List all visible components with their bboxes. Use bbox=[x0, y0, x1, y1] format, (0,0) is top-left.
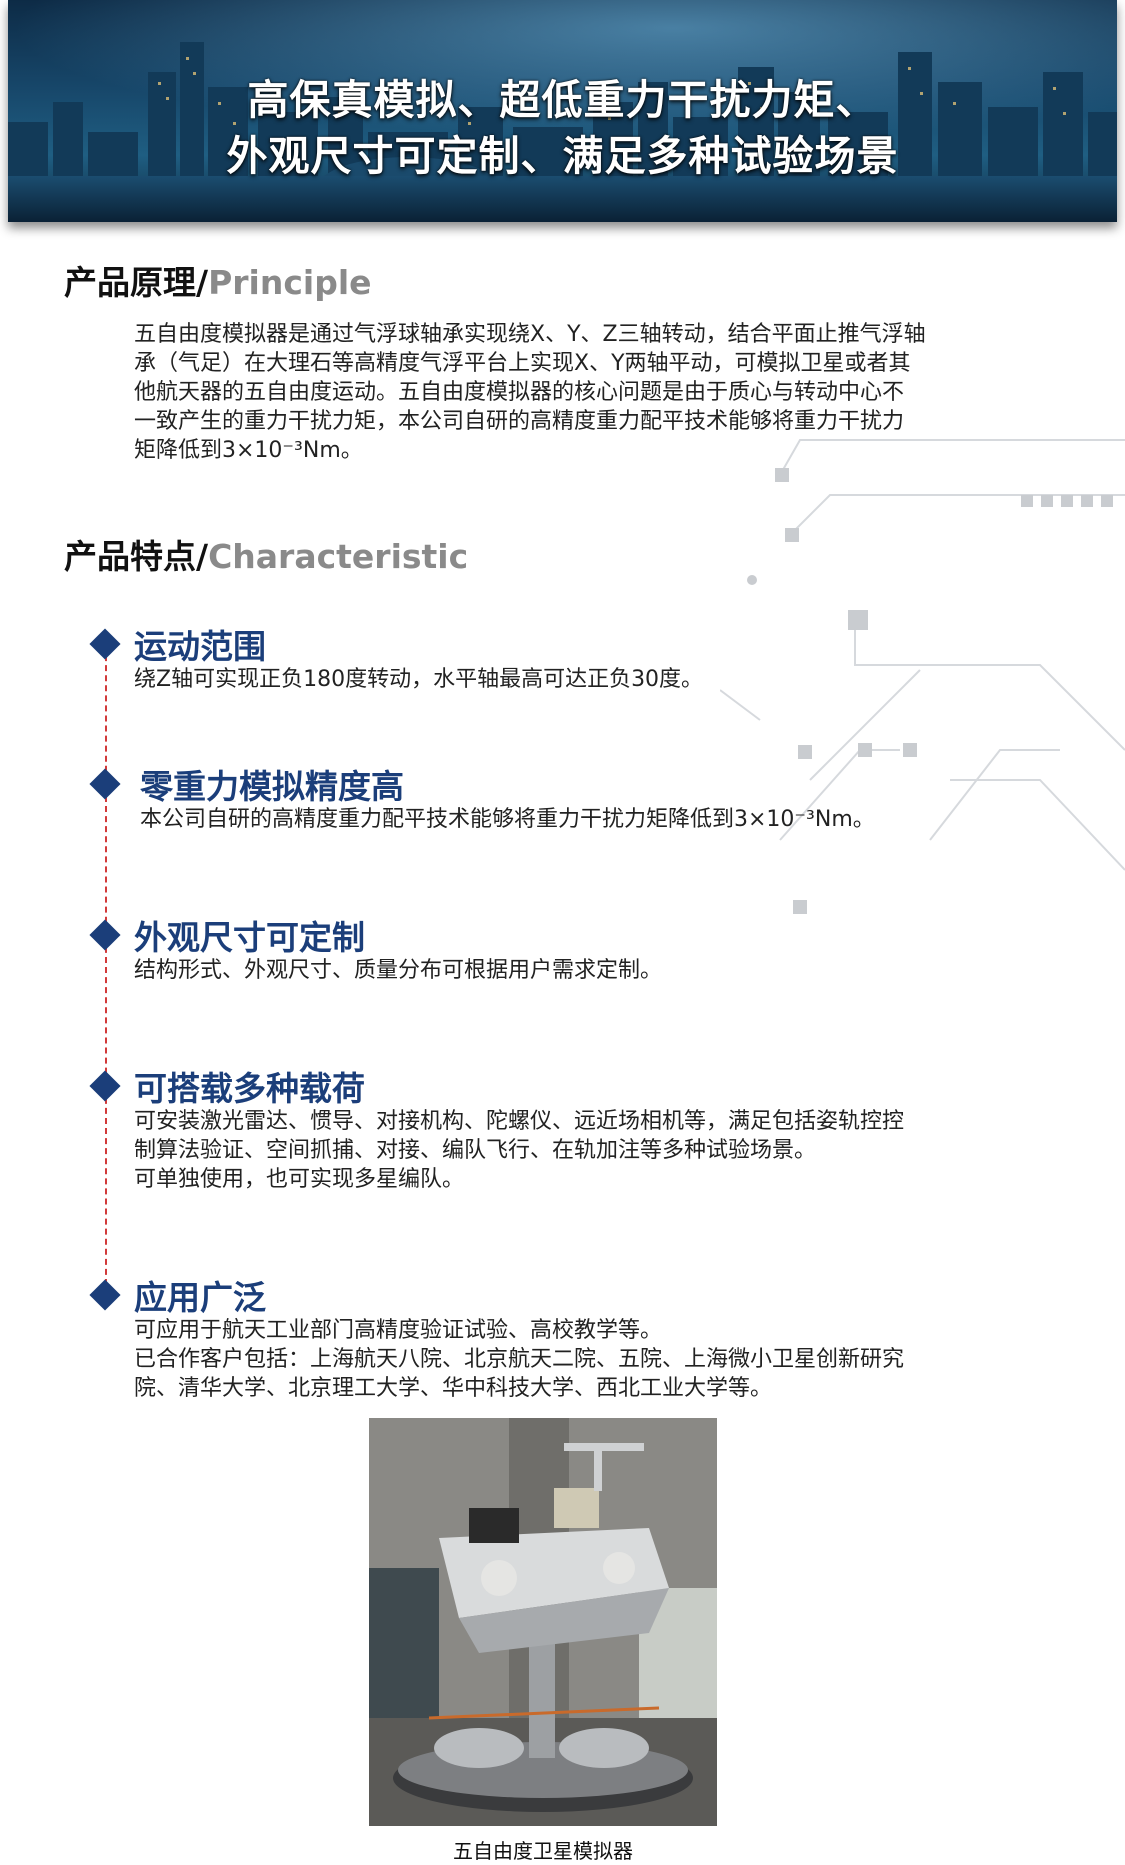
feature-line: 可应用于航天工业部门高精度验证试验、高校教学等。 bbox=[134, 1318, 663, 1343]
feature-line: 绕Z轴可实现正负180度转动，水平轴最高可达正负30度。 bbox=[134, 667, 704, 692]
circuit-decoration bbox=[720, 439, 1125, 914]
principle-heading-en: Principle bbox=[208, 263, 372, 302]
principle-line: 一致产生的重力干扰力矩，本公司自研的高精度重力配平技术能够将重力干扰力 bbox=[134, 409, 905, 434]
diamond-bullet-icon bbox=[89, 1279, 121, 1311]
banner-title-line2: 外观尺寸可定制、满足多种试验场景 bbox=[226, 132, 899, 180]
feature-title: 可搭载多种载荷 bbox=[134, 1069, 365, 1108]
feature-line: 可安装激光雷达、惯导、对接机构、陀螺仪、远近场相机等，满足包括姿轨控控 bbox=[134, 1109, 905, 1134]
feature-line: 已合作客户包括：上海航天八院、北京航天二院、五院、上海微小卫星创新研究 bbox=[134, 1347, 905, 1372]
banner-title-line1: 高保真模拟、超低重力干扰力矩、 bbox=[247, 76, 878, 124]
feature-line: 本公司自研的高精度重力配平技术能够将重力干扰力矩降低到3×10⁻³Nm。 bbox=[140, 807, 875, 832]
feature-title: 外观尺寸可定制 bbox=[134, 918, 365, 957]
principle-line: 承（气足）在大理石等高精度气浮平台上实现X、Y两轴平动，可模拟卫星或者其 bbox=[134, 351, 911, 376]
diamond-bullet-icon bbox=[89, 768, 121, 800]
feature-text: 结构形式、外观尺寸、质量分布可根据用户需求定制。 bbox=[134, 956, 1014, 985]
principle-heading-cn: 产品原理/ bbox=[64, 263, 209, 302]
feature-text: 可安装激光雷达、惯导、对接机构、陀螺仪、远近场相机等，满足包括姿轨控控 制算法验… bbox=[134, 1107, 1014, 1194]
feature-title: 应用广泛 bbox=[134, 1278, 266, 1317]
simulator-photo-image bbox=[369, 1418, 717, 1826]
diamond-bullet-icon bbox=[89, 628, 121, 660]
feature-text: 可应用于航天工业部门高精度验证试验、高校教学等。 已合作客户包括：上海航天八院、… bbox=[134, 1316, 1014, 1403]
characteristic-heading-cn: 产品特点/ bbox=[64, 537, 209, 576]
characteristic-heading: 产品特点/Characteristic bbox=[64, 530, 468, 578]
simulator-photo bbox=[369, 1418, 717, 1826]
feature-text: 绕Z轴可实现正负180度转动，水平轴最高可达正负30度。 bbox=[134, 665, 1014, 694]
feature-title: 运动范围 bbox=[134, 627, 266, 666]
feature-line: 院、清华大学、北京理工大学、华中科技大学、西北工业大学等。 bbox=[134, 1376, 773, 1401]
diamond-bullet-icon bbox=[89, 1070, 121, 1102]
principle-paragraph: 五自由度模拟器是通过气浮球轴承实现绕X、Y、Z三轴转动，结合平面止推气浮轴 承（… bbox=[134, 320, 1014, 465]
principle-line: 他航天器的五自由度运动。五自由度模拟器的核心问题是由于质心与转动中心不 bbox=[134, 380, 905, 405]
characteristic-heading-en: Characteristic bbox=[208, 537, 469, 576]
feature-title: 零重力模拟精度高 bbox=[140, 767, 404, 806]
feature-line: 结构形式、外观尺寸、质量分布可根据用户需求定制。 bbox=[134, 958, 663, 983]
feature-line: 可单独使用，也可实现多星编队。 bbox=[134, 1167, 465, 1192]
feature-line: 制算法验证、空间抓捕、对接、编队飞行、在轨加注等多种试验场景。 bbox=[134, 1138, 817, 1163]
diamond-bullet-icon bbox=[89, 919, 121, 951]
principle-line: 矩降低到3×10⁻³Nm。 bbox=[134, 438, 363, 463]
banner-water bbox=[8, 176, 1117, 222]
principle-line: 五自由度模拟器是通过气浮球轴承实现绕X、Y、Z三轴转动，结合平面止推气浮轴 bbox=[134, 322, 926, 347]
principle-heading: 产品原理/Principle bbox=[64, 256, 372, 304]
photo-caption: 五自由度卫星模拟器 bbox=[453, 1839, 633, 1863]
feature-text: 本公司自研的高精度重力配平技术能够将重力干扰力矩降低到3×10⁻³Nm。 bbox=[140, 805, 1020, 834]
header-banner: 高保真模拟、超低重力干扰力矩、 外观尺寸可定制、满足多种试验场景 bbox=[8, 0, 1117, 222]
feature-timeline-line bbox=[105, 635, 107, 1295]
